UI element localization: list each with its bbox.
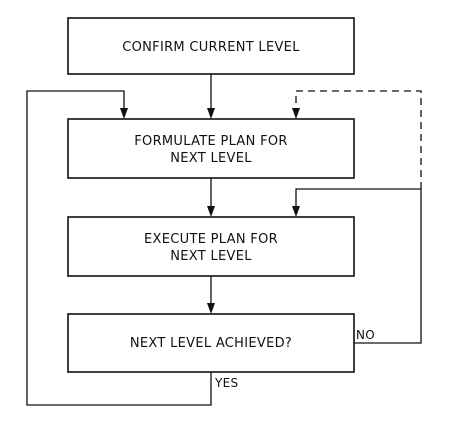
confirm-current-level-label: CONFIRM CURRENT LEVEL	[122, 40, 300, 55]
next-level-achieved-label: NEXT LEVEL ACHIEVED?	[130, 336, 292, 351]
no-label: NO	[356, 328, 375, 342]
formulate-plan-label-line2: NEXT LEVEL	[170, 151, 252, 166]
execute-plan-box: EXECUTE PLAN FOR NEXT LEVEL	[67, 216, 355, 277]
confirm-current-level-box: CONFIRM CURRENT LEVEL	[67, 17, 355, 75]
formulate-plan-box: FORMULATE PLAN FOR NEXT LEVEL	[67, 118, 355, 179]
arrow-execute-to-decision	[207, 276, 215, 314]
yes-loop-arrow	[26, 90, 212, 406]
dashed-loop-arrow	[292, 90, 422, 189]
next-level-achieved-box: NEXT LEVEL ACHIEVED?	[67, 313, 355, 373]
execute-plan-label-line2: NEXT LEVEL	[170, 249, 252, 264]
execute-plan-label-line1: EXECUTE PLAN FOR	[144, 232, 278, 247]
arrow-confirm-to-formulate	[207, 74, 215, 119]
formulate-plan-label-line1: FORMULATE PLAN FOR	[134, 134, 287, 149]
arrow-formulate-to-execute	[207, 178, 215, 217]
yes-label: YES	[214, 376, 238, 390]
